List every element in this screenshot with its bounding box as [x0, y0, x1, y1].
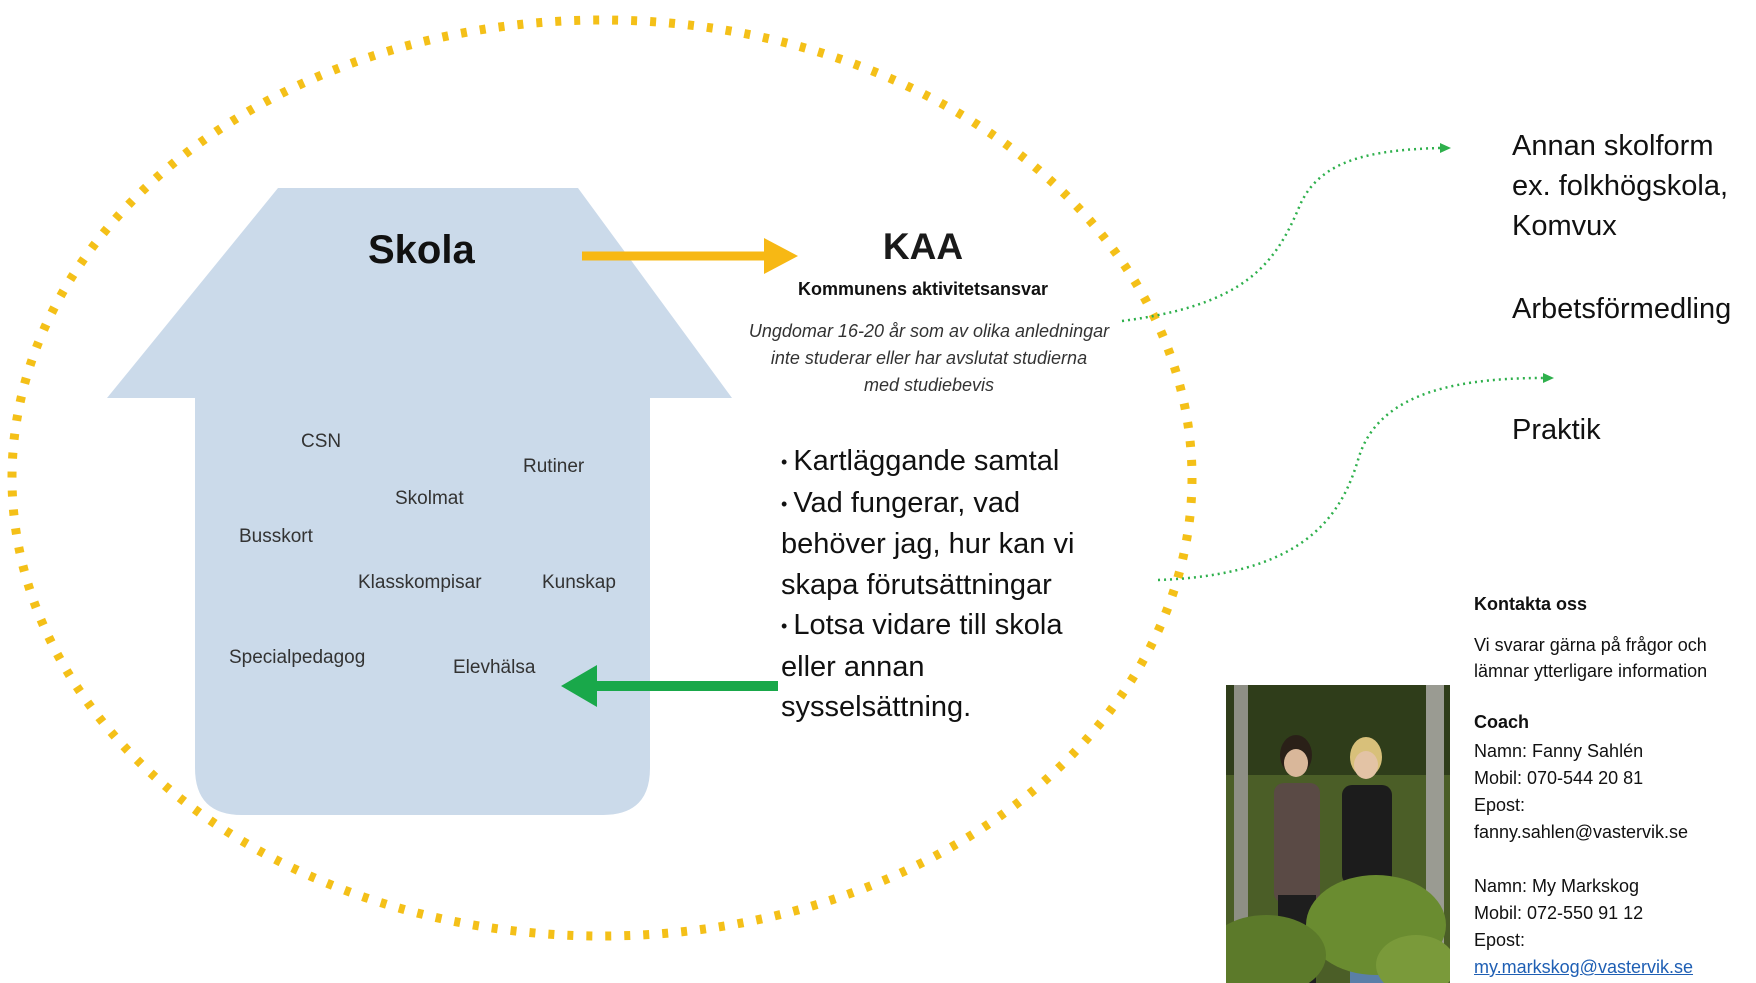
bullet-list: •Kartläggande samtal •Vad fungerar, vad …	[781, 441, 1121, 728]
arrow-yellow-head	[764, 238, 798, 274]
dotted-path-to-schools-head	[1440, 143, 1451, 153]
contact-mobile: Mobil: 070-544 20 81	[1474, 768, 1644, 788]
dotted-circle	[7, 15, 1197, 941]
house-shape	[107, 188, 732, 815]
option-other-school: Annan skolform ex. folkhögskola, Komvux	[1512, 130, 1729, 242]
contact-role: Coach	[1474, 712, 1530, 732]
contact-person-fanny: Namn: Fanny Sahlén Mobil: 070-544 20 81 …	[1474, 738, 1688, 846]
house-item-skolmat: Skolmat	[395, 488, 464, 509]
contact-name: Namn: Fanny Sahlén	[1474, 741, 1644, 761]
bullet-item: •Kartläggande samtal	[781, 445, 1060, 477]
bullet-item: •Vad fungerar, vad behöver jag, hur kan …	[781, 486, 1075, 601]
kaa-description-line: inte studerar eller har avslutat studier…	[770, 348, 1088, 368]
bullet-item: •Lotsa vidare till skola eller annan sys…	[781, 609, 1063, 724]
option-internship: Praktik	[1512, 414, 1601, 446]
kaa-description-line: Ungdomar 16-20 år som av olika anledning…	[748, 321, 1110, 341]
option-employment-agency: Arbetsförmedling	[1512, 293, 1732, 325]
contact-intro: Vi svarar gärna på frågor och lämnar ytt…	[1474, 635, 1708, 681]
kaa-description: Ungdomar 16-20 år som av olika anledning…	[694, 318, 1164, 399]
dotted-path-to-options	[1157, 376, 1544, 582]
coaches-photo-art	[1226, 685, 1450, 983]
kaa-subtitle: Kommunens aktivitetsansvar	[797, 279, 1049, 299]
contact-person-my: Namn: My Markskog Mobil: 072-550 91 12 E…	[1474, 873, 1693, 981]
dotted-path-to-options-head	[1543, 373, 1554, 383]
house-item-csn: CSN	[301, 431, 342, 452]
house-item-elevhalsa: Elevhälsa	[453, 657, 536, 678]
coaches-photo	[1226, 685, 1450, 983]
arrow-green-head	[561, 665, 597, 707]
contact-email-label: Epost:	[1474, 795, 1526, 815]
contact-email-label: Epost:	[1474, 930, 1526, 950]
house-item-klasskompisar: Klasskompisar	[358, 572, 482, 593]
kaa-description-line: med studiebevis	[863, 375, 995, 395]
contact-mobile: Mobil: 072-550 91 12	[1474, 903, 1644, 923]
contact-email-link[interactable]: my.markskog@vastervik.se	[1474, 957, 1693, 977]
house-item-rutiner: Rutiner	[523, 456, 585, 477]
contact-heading: Kontakta oss	[1474, 594, 1588, 614]
house-title: Skola	[368, 228, 475, 272]
dotted-path-to-schools	[1121, 146, 1441, 323]
house-item-kunskap: Kunskap	[542, 572, 616, 593]
house-item-busskort: Busskort	[239, 526, 313, 547]
contact-name: Namn: My Markskog	[1474, 876, 1640, 896]
kaa-title: KAA	[882, 226, 964, 267]
contact-email: fanny.sahlen@vastervik.se	[1474, 822, 1689, 842]
house-item-specialpedagog: Specialpedagog	[229, 647, 366, 668]
